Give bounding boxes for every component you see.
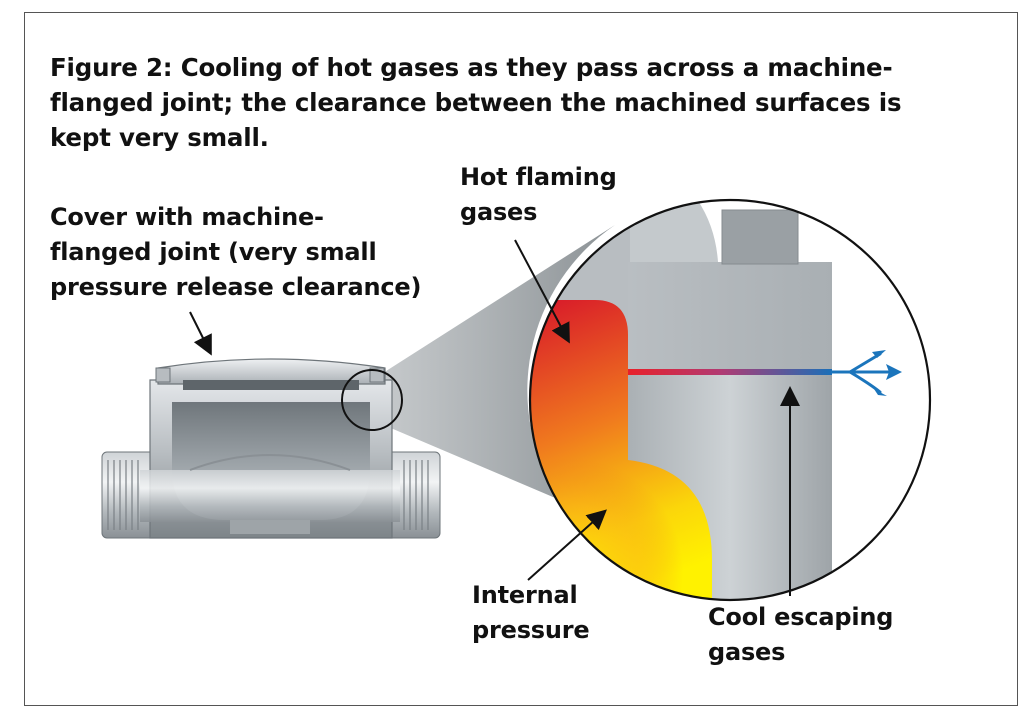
label-cover-line-1: Cover with machine- (50, 203, 324, 231)
label-internal-pressure-line-1: Internal (472, 581, 578, 609)
label-internal-pressure-line-2: pressure (472, 616, 590, 644)
title-line-3: kept very small. (50, 123, 269, 152)
detail-circle (341, 369, 403, 431)
label-hot-gases-line-2: gases (460, 198, 538, 226)
label-hot-gases-line-1: Hot flaming (460, 163, 617, 191)
label-cover-line-3: pressure release clearance) (50, 273, 422, 301)
magnifier-cone (372, 225, 615, 500)
label-hot-gases: Hot flaming gases (460, 160, 617, 230)
enclosure-body (101, 358, 441, 539)
title-line-1: Figure 2: Cooling of hot gases as they p… (50, 53, 893, 82)
zoom-detail (530, 200, 930, 600)
cover-pointer (189, 311, 212, 356)
hot-gas-pointer (514, 239, 570, 344)
label-cool-gases: Cool escaping gases (708, 600, 893, 670)
label-cover: Cover with machine- flanged joint (very … (50, 200, 421, 305)
flame-gap (628, 369, 832, 375)
pressure-pointer (527, 509, 607, 581)
label-cool-gases-line-2: gases (708, 638, 786, 666)
title-line-2: flanged joint; the clearance between the… (50, 88, 902, 117)
label-internal-pressure: Internal pressure (472, 578, 590, 648)
label-cool-gases-line-1: Cool escaping (708, 603, 894, 631)
figure-title: Figure 2: Cooling of hot gases as they p… (50, 50, 950, 155)
label-cover-line-2: flanged joint (very small (50, 238, 377, 266)
enclosure-cover (157, 358, 386, 385)
